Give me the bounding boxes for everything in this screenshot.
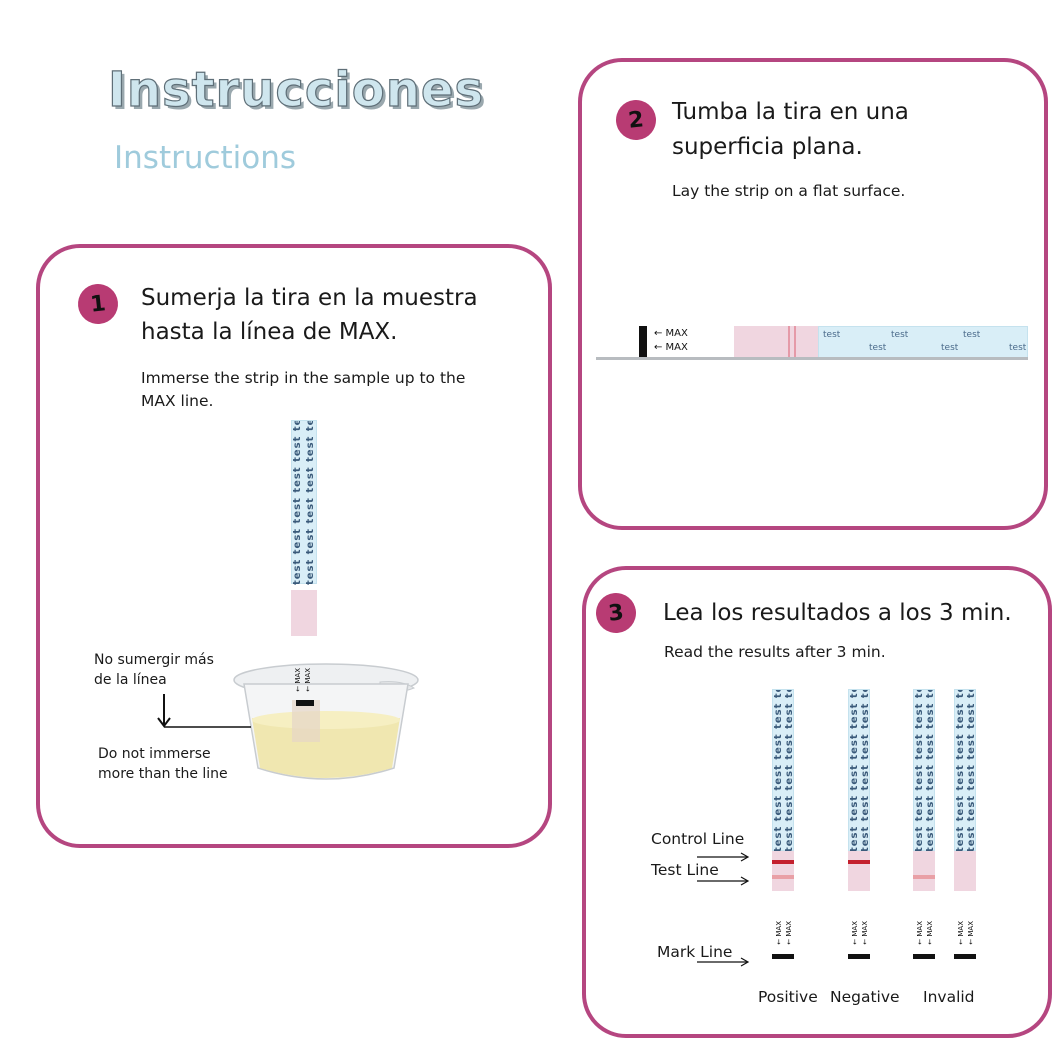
max-label: ← MAX [654, 328, 688, 339]
test-strip-horizontal: test test test test test test [818, 326, 1028, 358]
mark-max-label: ← MAX [861, 921, 869, 945]
step-1-heading-line-2: hasta la línea de MAX. [141, 319, 398, 345]
step-2-card [578, 58, 1048, 530]
cup-max-mark: ← MAX [294, 668, 302, 692]
step-1-heading-line-1: Sumerja la tira en la muestra [141, 285, 478, 311]
strip-pad-invalid-2 [954, 851, 976, 891]
max-label: ← MAX [654, 342, 688, 353]
test-line-label: Test Line [651, 861, 719, 879]
result-strip-invalid-2: test test test test test test test test … [954, 689, 977, 852]
control-line-label: Control Line [651, 830, 745, 848]
cup-max-mark: ← MAX [304, 668, 312, 692]
strip-handle-mark [639, 326, 647, 357]
strip-pad-negative [848, 851, 870, 891]
strip-label: test [941, 343, 959, 353]
strip-label: test test test test test test [860, 690, 871, 852]
strip-label: test test test test test test [784, 690, 795, 852]
mark-max-label: ← MAX [926, 921, 934, 945]
test-line-positive [772, 875, 794, 879]
note-en-line-2: more than the line [98, 766, 228, 782]
result-label-invalid: Invalid [923, 988, 975, 1006]
strip-label: test test test test test test [305, 421, 316, 585]
sample-cup-illustration [233, 663, 419, 780]
strip-label: test [1009, 343, 1027, 353]
step-2-subtext: Lay the strip on a flat surface. [672, 182, 906, 200]
step-2-heading-line-2: superficia plana. [672, 134, 863, 160]
step-3-subtext: Read the results after 3 min. [664, 643, 886, 661]
mark-line-invalid-2 [954, 954, 976, 959]
strip-label: test test test test test test [773, 690, 784, 852]
strip-label: test [963, 330, 981, 340]
mark-line-positive [772, 954, 794, 959]
mark-max-label: ← MAX [851, 921, 859, 945]
strip-pad-positive [772, 851, 794, 891]
mark-max-label: ← MAX [957, 921, 965, 945]
strip-pad-invalid-1 [913, 851, 935, 891]
mark-max-label: ← MAX [916, 921, 924, 945]
mark-max-label: ← MAX [967, 921, 975, 945]
strip-sample-pad [291, 590, 317, 636]
step-3-card [582, 566, 1052, 1038]
test-line-invalid-1 [913, 875, 935, 879]
control-line-negative [848, 860, 870, 864]
step-2-heading-line-1: Tumba la tira en una [672, 99, 909, 125]
step-3-heading: Lea los resultados a los 3 min. [663, 600, 1012, 626]
strip-label: test test test test test test [914, 690, 925, 852]
mark-max-label: ← MAX [775, 921, 783, 945]
note-es-line-2: de la línea [94, 672, 167, 688]
mark-line-negative [848, 954, 870, 959]
note-es-line-1: No sumergir más [94, 652, 214, 668]
control-line-positive [772, 860, 794, 864]
step-1-subtext-line-1: Immerse the strip in the sample up to th… [141, 369, 466, 387]
page-title: Instrucciones [107, 61, 485, 118]
flat-surface-line [596, 357, 1028, 360]
page-subtitle: Instructions [114, 140, 297, 176]
note-arrow-icon [157, 694, 251, 728]
label-arrows-icon [697, 852, 750, 967]
result-strip-invalid-1: test test test test test test test test … [913, 689, 936, 852]
strip-label: test [891, 330, 909, 340]
step-1-subtext-line-2: MAX line. [141, 392, 214, 410]
mark-line-invalid-1 [913, 954, 935, 959]
result-strip-negative: test test test test test test test test … [848, 689, 871, 852]
result-strip-positive: test test test test test test test test … [772, 689, 795, 852]
strip-label: test test test test test test [925, 690, 936, 852]
strip-label: test test test test test test [966, 690, 977, 852]
strip-label: test [823, 330, 841, 340]
strip-label: test [869, 343, 887, 353]
strip-label: test test test test test test [292, 421, 303, 585]
mark-max-label: ← MAX [785, 921, 793, 945]
strip-label: test test test test test test [955, 690, 966, 852]
result-label-positive: Positive [758, 988, 818, 1006]
test-strip: test test test test test test test test … [291, 420, 317, 585]
strip-sample-pad [734, 326, 818, 358]
strip-label: test test test test test test [849, 690, 860, 852]
note-en-line-1: Do not immerse [98, 746, 211, 762]
mark-line-label: Mark Line [657, 943, 733, 961]
result-label-negative: Negative [830, 988, 900, 1006]
